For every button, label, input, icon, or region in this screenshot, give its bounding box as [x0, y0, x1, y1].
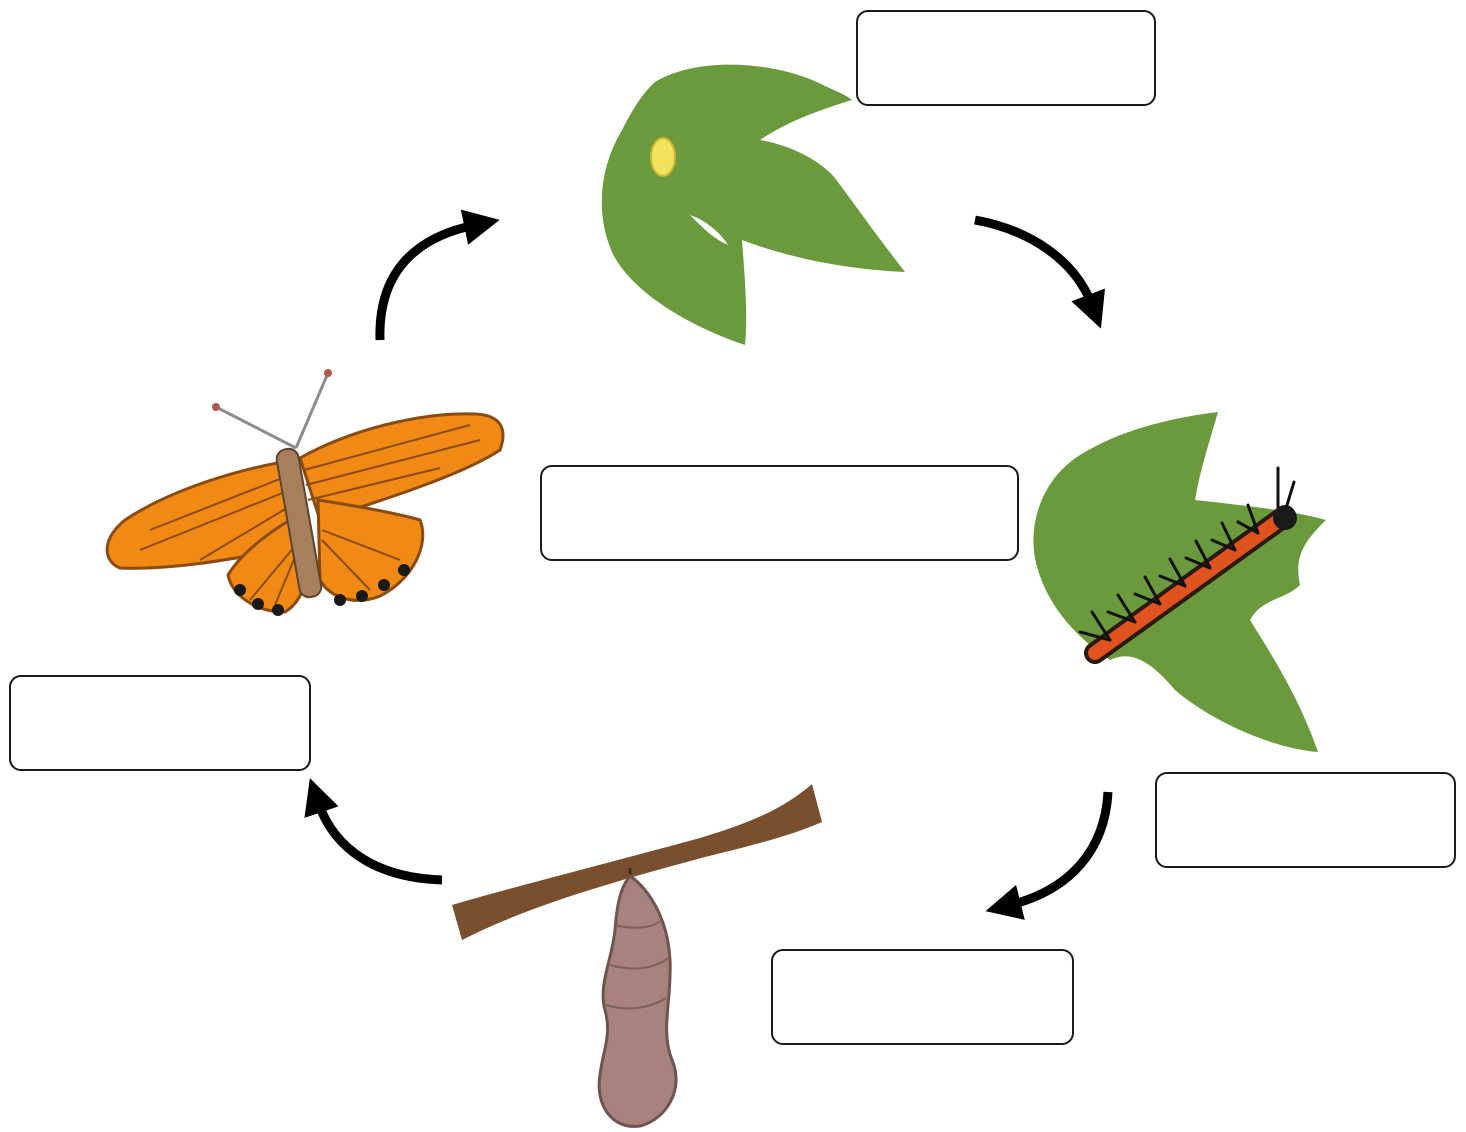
butterfly-right-hindwing	[318, 500, 423, 600]
title-box[interactable]	[540, 465, 1019, 561]
larva-label-box[interactable]	[1155, 772, 1456, 868]
pupa-label-box[interactable]	[771, 949, 1074, 1045]
cycle-arrow-icon	[318, 802, 442, 880]
egg-label-box[interactable]	[856, 10, 1156, 106]
butterfly-icon	[107, 369, 503, 616]
egg	[651, 138, 675, 176]
chrysalis	[599, 876, 676, 1126]
leaf	[602, 65, 905, 345]
chrysalis-on-branch-icon	[452, 784, 822, 1126]
adult-label-box[interactable]	[9, 675, 311, 771]
egg-on-leaf-icon	[602, 65, 905, 345]
cycle-arrow-icon	[975, 220, 1092, 305]
cycle-arrow-icon	[380, 225, 475, 340]
caterpillar-on-leaf-icon	[1033, 412, 1326, 752]
cycle-arrow-icon	[1010, 792, 1108, 905]
